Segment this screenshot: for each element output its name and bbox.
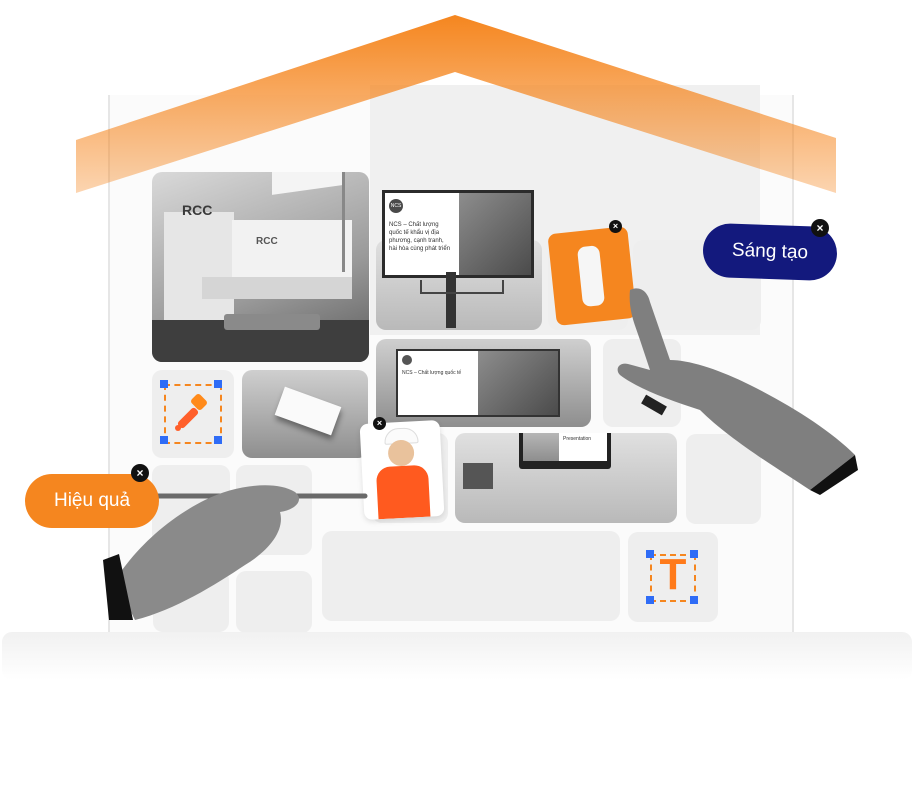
close-creative-icon[interactable]: × xyxy=(811,219,829,237)
close-portrait-icon[interactable]: × xyxy=(373,417,386,430)
billboard-pole xyxy=(446,272,456,328)
text-tool-tile xyxy=(628,532,718,622)
placeholder-tile xyxy=(322,531,620,621)
eyedropper-selection xyxy=(164,384,222,444)
train xyxy=(224,314,320,330)
billboard: NCS NCS – Chất lượng quốc tế khẩu vị địa… xyxy=(382,190,534,278)
office-screen-photo: NCS – Chất lượng quốc tế xyxy=(376,339,591,427)
ncs-logo: NCS xyxy=(389,199,403,213)
house-base xyxy=(2,632,912,680)
rcc-building-photo: RCC RCC xyxy=(152,172,369,362)
placeholder-tile xyxy=(236,571,312,633)
writing-hand xyxy=(103,485,368,620)
close-bottle-icon[interactable]: × xyxy=(609,220,622,233)
workspace-photo: Business Presentation xyxy=(455,433,677,523)
ncs-slogan: NCS – Chất lượng quốc tế khẩu vị địa phư… xyxy=(389,222,451,252)
effective-badge[interactable]: Hiệu quả xyxy=(25,474,159,528)
text-tool-icon: T xyxy=(659,550,687,599)
roof xyxy=(76,15,836,193)
business-cards-photo xyxy=(242,370,368,458)
chef-photo xyxy=(459,193,531,275)
eyedropper-icon xyxy=(175,394,207,431)
flag xyxy=(272,172,342,195)
text-tool-selection xyxy=(650,554,696,602)
pointing-hand xyxy=(617,288,858,495)
rcc-sign: RCC xyxy=(182,202,213,218)
rcc-wall-sign: RCC xyxy=(256,236,278,247)
close-effective-icon[interactable]: × xyxy=(131,464,149,482)
